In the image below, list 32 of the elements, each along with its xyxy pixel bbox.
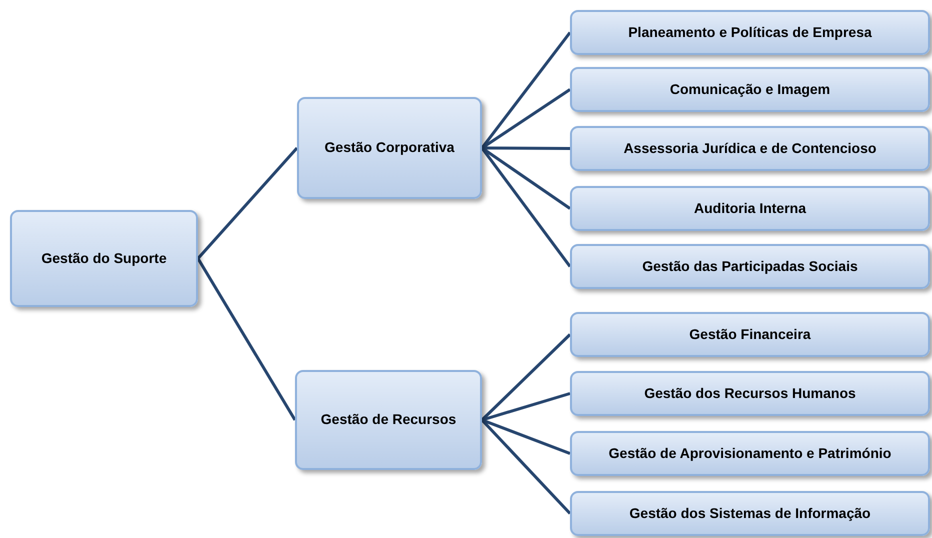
process-box — [570, 244, 930, 289]
process-box — [570, 371, 930, 416]
box-label: Gestão dos Recursos Humanos — [644, 384, 856, 402]
process-box — [570, 491, 930, 536]
box-label: Gestão de Recursos — [320, 411, 456, 429]
connector-line — [480, 418, 572, 515]
box-label: Planeamento e Políticas de Empresa — [628, 24, 872, 42]
process-box — [570, 431, 930, 476]
box-label: Gestão das Participadas Sociais — [642, 258, 858, 276]
box-label: Auditoria Interna — [694, 200, 806, 218]
box-label: Gestão do Suporte — [41, 250, 167, 268]
box-label: Gestão de Aprovisionamento e Património — [608, 444, 892, 462]
connector-line — [480, 32, 572, 149]
box-label: Gestão Financeira — [689, 326, 811, 344]
box-label: Comunicação e Imagem — [670, 80, 830, 98]
process-box — [570, 67, 930, 112]
connector-line — [480, 333, 572, 422]
process-box — [297, 97, 482, 199]
process-box — [570, 312, 930, 357]
process-box — [570, 126, 930, 171]
box-label: Assessoria Jurídica e de Contencioso — [624, 140, 876, 158]
process-box — [570, 186, 930, 231]
process-box — [10, 210, 198, 307]
box-label: Gestão dos Sistemas de Informação — [629, 504, 871, 522]
process-box — [295, 370, 482, 470]
box-label: Gestão Corporativa — [324, 139, 454, 157]
connector-line — [482, 392, 570, 422]
connector-line — [196, 258, 296, 421]
process-box — [570, 10, 930, 55]
connector-line — [480, 147, 572, 268]
connector-line — [196, 147, 298, 260]
connector-line — [482, 146, 570, 150]
